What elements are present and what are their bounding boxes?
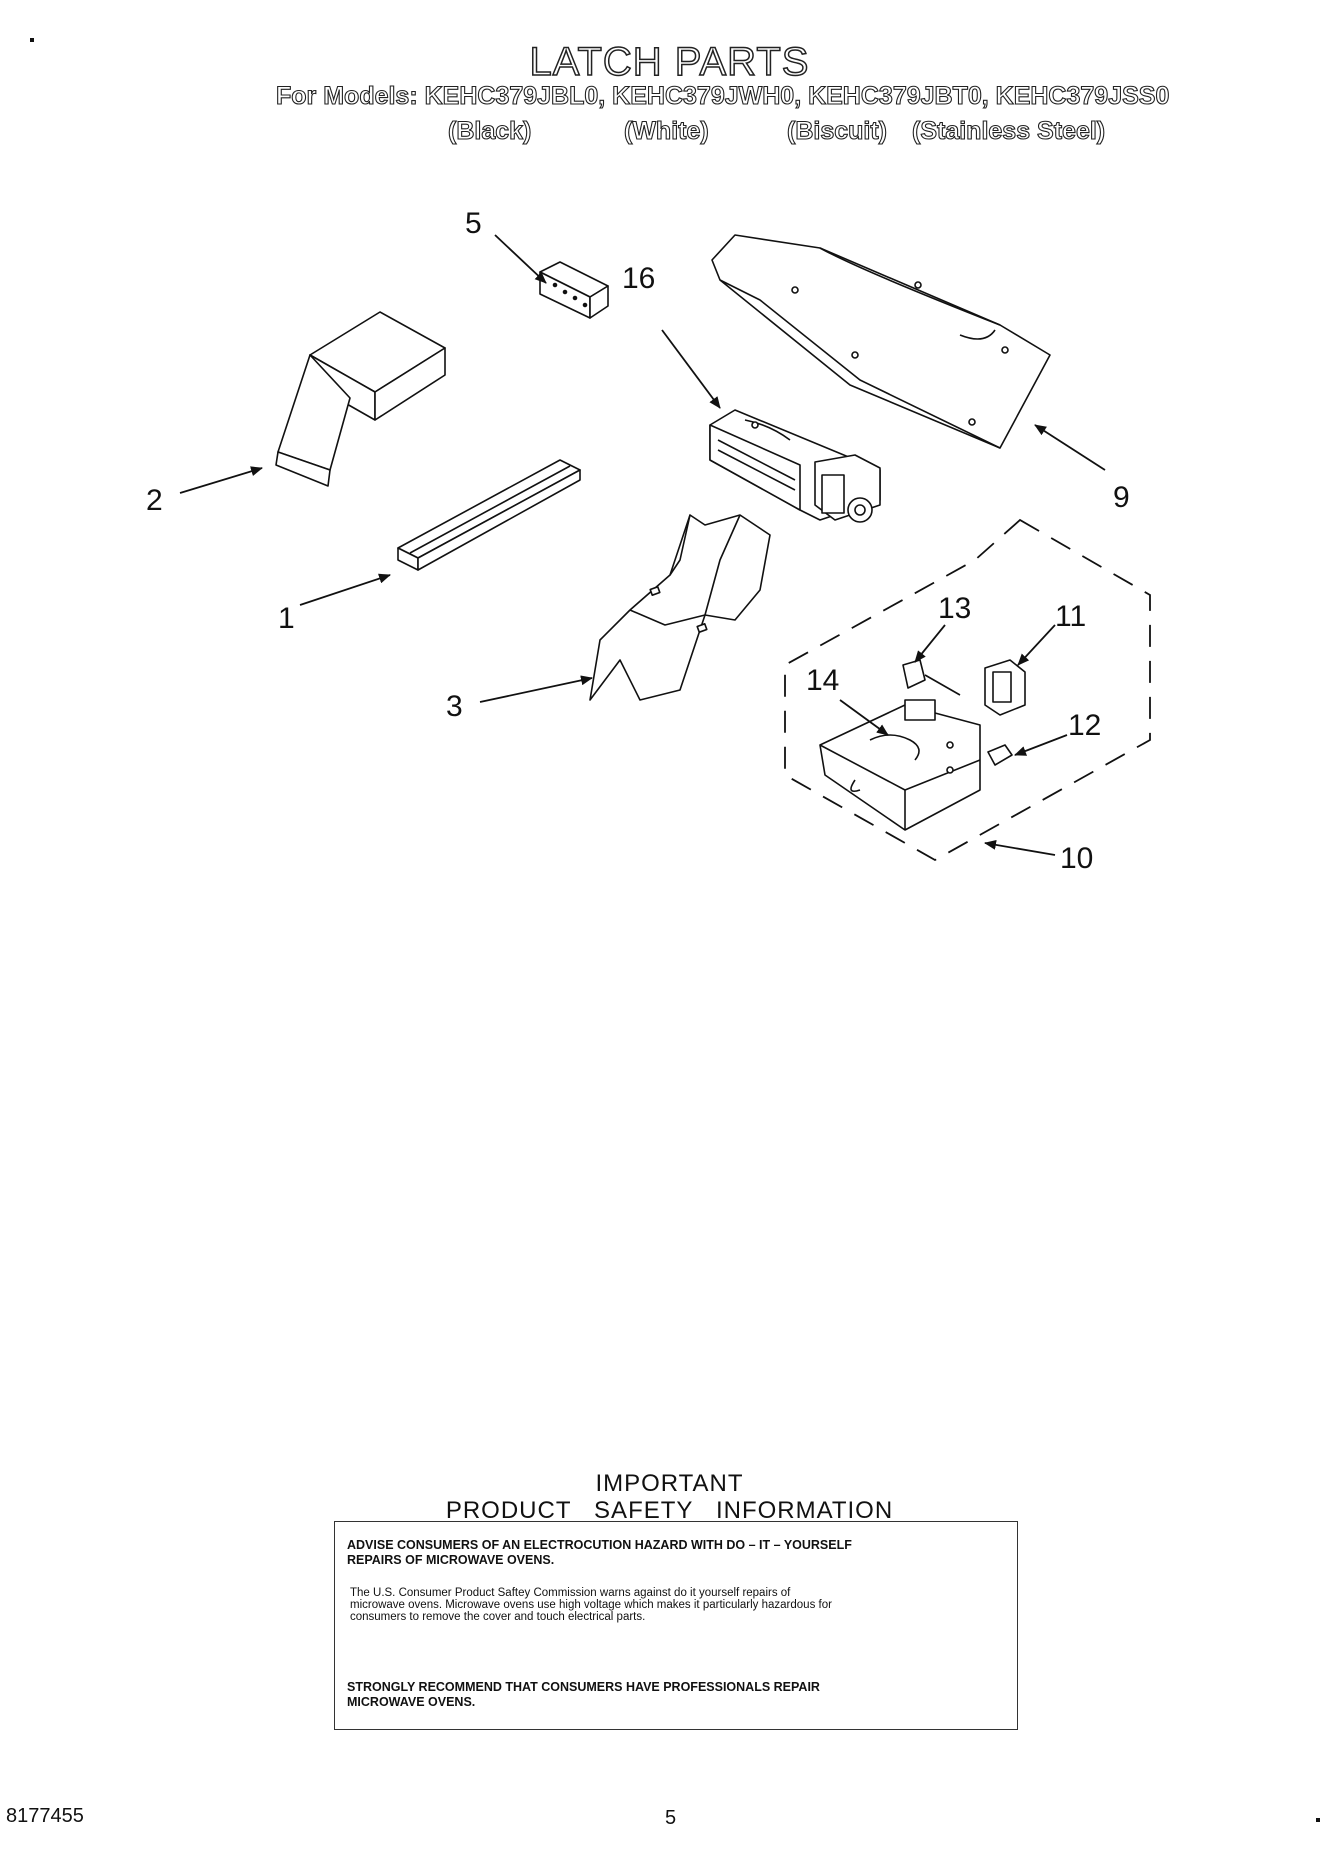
body-line-2: microwave ovens. Microwave ovens use hig…: [350, 1599, 832, 1611]
leader-14: [839, 699, 889, 736]
recommend-line-1: STRONGLY RECOMMEND THAT CONSUMERS HAVE P…: [347, 1680, 820, 1694]
leader-3: [479, 675, 593, 703]
callout-2: 2: [146, 484, 163, 517]
callout-11: 11: [1055, 600, 1086, 633]
leader-13: [914, 624, 946, 663]
leader-2: [179, 466, 263, 494]
callout-13: 13: [938, 592, 971, 625]
leader-12: [1014, 734, 1068, 756]
callout-12: 12: [1068, 709, 1101, 742]
color-label-black: (Black): [447, 116, 532, 145]
leader-11: [1017, 624, 1056, 666]
leader-1: [299, 573, 391, 606]
safety-heading-info: PRODUCT SAFETY INFORMATION: [445, 1497, 894, 1524]
part-5-block: [539, 261, 609, 319]
part-16-latch-assembly: [709, 409, 881, 523]
scan-mark: [1316, 1818, 1320, 1822]
leader-16: [661, 329, 721, 409]
callout-3: 3: [446, 690, 463, 723]
advise-line-1: ADVISE CONSUMERS OF AN ELECTROCUTION HAZ…: [347, 1538, 852, 1552]
safety-heading-important: IMPORTANT: [595, 1470, 744, 1497]
part-13-small-switch: [902, 659, 961, 696]
assembly-10-outline: [784, 518, 1151, 862]
part-11-interlock-switch: [984, 659, 1026, 716]
color-label-stainless: (Stainless Steel): [911, 116, 1106, 145]
recommend-line-2: MICROWAVE OVENS.: [347, 1695, 476, 1709]
page-title: LATCH PARTS: [529, 39, 810, 85]
leader-5: [494, 234, 547, 284]
part-10-switch-bracket: [819, 699, 981, 831]
part-3-shield: [589, 514, 771, 701]
part-14-wire: [869, 734, 920, 761]
exploded-parts-diagram: 2 1 3 5 16 9 13 11 14 12 10: [146, 207, 1151, 875]
advise-line-2: REPAIRS OF MICROWAVE OVENS.: [347, 1553, 555, 1567]
part-1-rail: [397, 459, 581, 571]
body-line-1: The U.S. Consumer Product Saftey Commiss…: [350, 1587, 791, 1599]
models-line: For Models: KEHC379JBL0, KEHC379JWH0, KE…: [275, 81, 1170, 110]
color-label-biscuit: (Biscuit): [786, 116, 887, 145]
safety-heading: IMPORTANT PRODUCT SAFETY INFORMATION: [0, 1470, 1339, 1524]
callout-16: 16: [622, 262, 655, 295]
callout-14: 14: [806, 664, 839, 697]
callout-9: 9: [1113, 481, 1130, 514]
scan-mark: [30, 38, 34, 42]
part-2-bracket: [275, 311, 446, 487]
color-label-white: (White): [623, 116, 709, 145]
part-12-actuator: [987, 744, 1013, 766]
body-line-3: consumers to remove the cover and touch …: [350, 1611, 646, 1623]
callout-10: 10: [1060, 842, 1093, 875]
safety-info-box: ADVISE CONSUMERS OF AN ELECTROCUTION HAZ…: [334, 1521, 1018, 1730]
part-9-long-bracket: [711, 234, 1051, 449]
callout-1: 1: [278, 602, 295, 635]
callout-5: 5: [465, 207, 482, 240]
page-number: 5: [665, 1807, 677, 1829]
leader-9: [1034, 424, 1106, 471]
leader-10: [984, 839, 1056, 856]
document-number: 8177455: [6, 1805, 84, 1827]
